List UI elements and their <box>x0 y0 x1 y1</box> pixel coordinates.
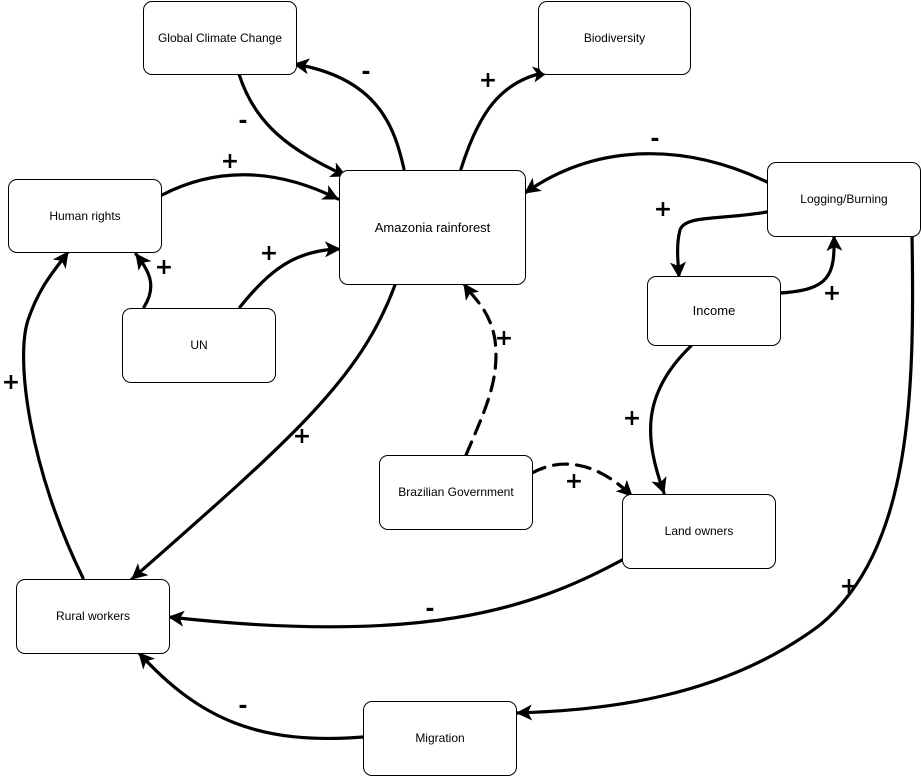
edge-migration-to-ruralworkers <box>137 651 365 741</box>
edge-landowners-to-ruralworkers <box>167 558 624 629</box>
sign-un-to-humanrights: + <box>154 255 174 280</box>
edge-government-to-amazonia <box>462 282 498 457</box>
node-income: Income <box>647 276 781 346</box>
sign-logging-to-migration: + <box>839 574 859 599</box>
edge-ruralworkers-to-humanrights <box>22 250 85 580</box>
edge-amazonia-to-ruralworkers <box>130 283 397 581</box>
edge-logging-to-migration <box>515 234 915 721</box>
sign-income-to-logging: + <box>822 281 842 306</box>
sign-amazonia-to-climate: - <box>361 60 371 85</box>
edge-humanrights-to-amazonia <box>160 173 340 201</box>
node-land-owners: Land owners <box>622 494 776 569</box>
node-un: UN <box>122 308 276 383</box>
sign-logging-to-income: + <box>653 197 673 222</box>
sign-amazonia-to-biodiversity: + <box>478 68 498 93</box>
sign-un-to-amazonia: + <box>259 241 279 266</box>
edge-amazonia-to-climate <box>292 58 406 171</box>
sign-government-to-amazonia: + <box>494 326 514 351</box>
node-amazonia-rainforest: Amazonia rainforest <box>339 170 526 285</box>
sign-migration-to-ruralworkers: - <box>238 694 248 719</box>
edge-logging-to-income <box>670 210 769 279</box>
sign-logging-to-amazonia: - <box>650 127 660 152</box>
sign-amazonia-to-ruralworkers: + <box>292 424 312 449</box>
sign-humanrights-to-amazonia: + <box>220 149 240 174</box>
node-rural-workers: Rural workers <box>16 579 170 654</box>
edge-government-to-landowners <box>530 462 634 498</box>
edge-un-to-humanrights <box>134 252 153 309</box>
edge-income-to-landowners <box>648 344 693 495</box>
node-biodiversity: Biodiversity <box>538 1 691 75</box>
sign-income-to-landowners: + <box>622 406 642 431</box>
node-migration: Migration <box>363 701 517 776</box>
node-logging-burning: Logging/Burning <box>767 162 921 237</box>
edge-income-to-logging <box>778 234 843 295</box>
node-brazilian-government: Brazilian Government <box>379 455 533 530</box>
node-human-rights: Human rights <box>8 179 162 253</box>
sign-landowners-to-ruralworkers: - <box>425 597 435 622</box>
edge-un-to-amazonia <box>238 241 342 309</box>
sign-ruralworkers-to-humanrights: + <box>1 370 21 395</box>
node-global-climate-change: Global Climate Change <box>143 1 297 75</box>
edge-logging-to-amazonia <box>523 152 769 195</box>
edge-climate-to-amazonia <box>237 72 348 178</box>
edge-amazonia-to-biodiversity <box>459 66 550 171</box>
sign-government-to-landowners: + <box>564 469 584 494</box>
sign-climate-to-amazonia: - <box>238 109 248 134</box>
